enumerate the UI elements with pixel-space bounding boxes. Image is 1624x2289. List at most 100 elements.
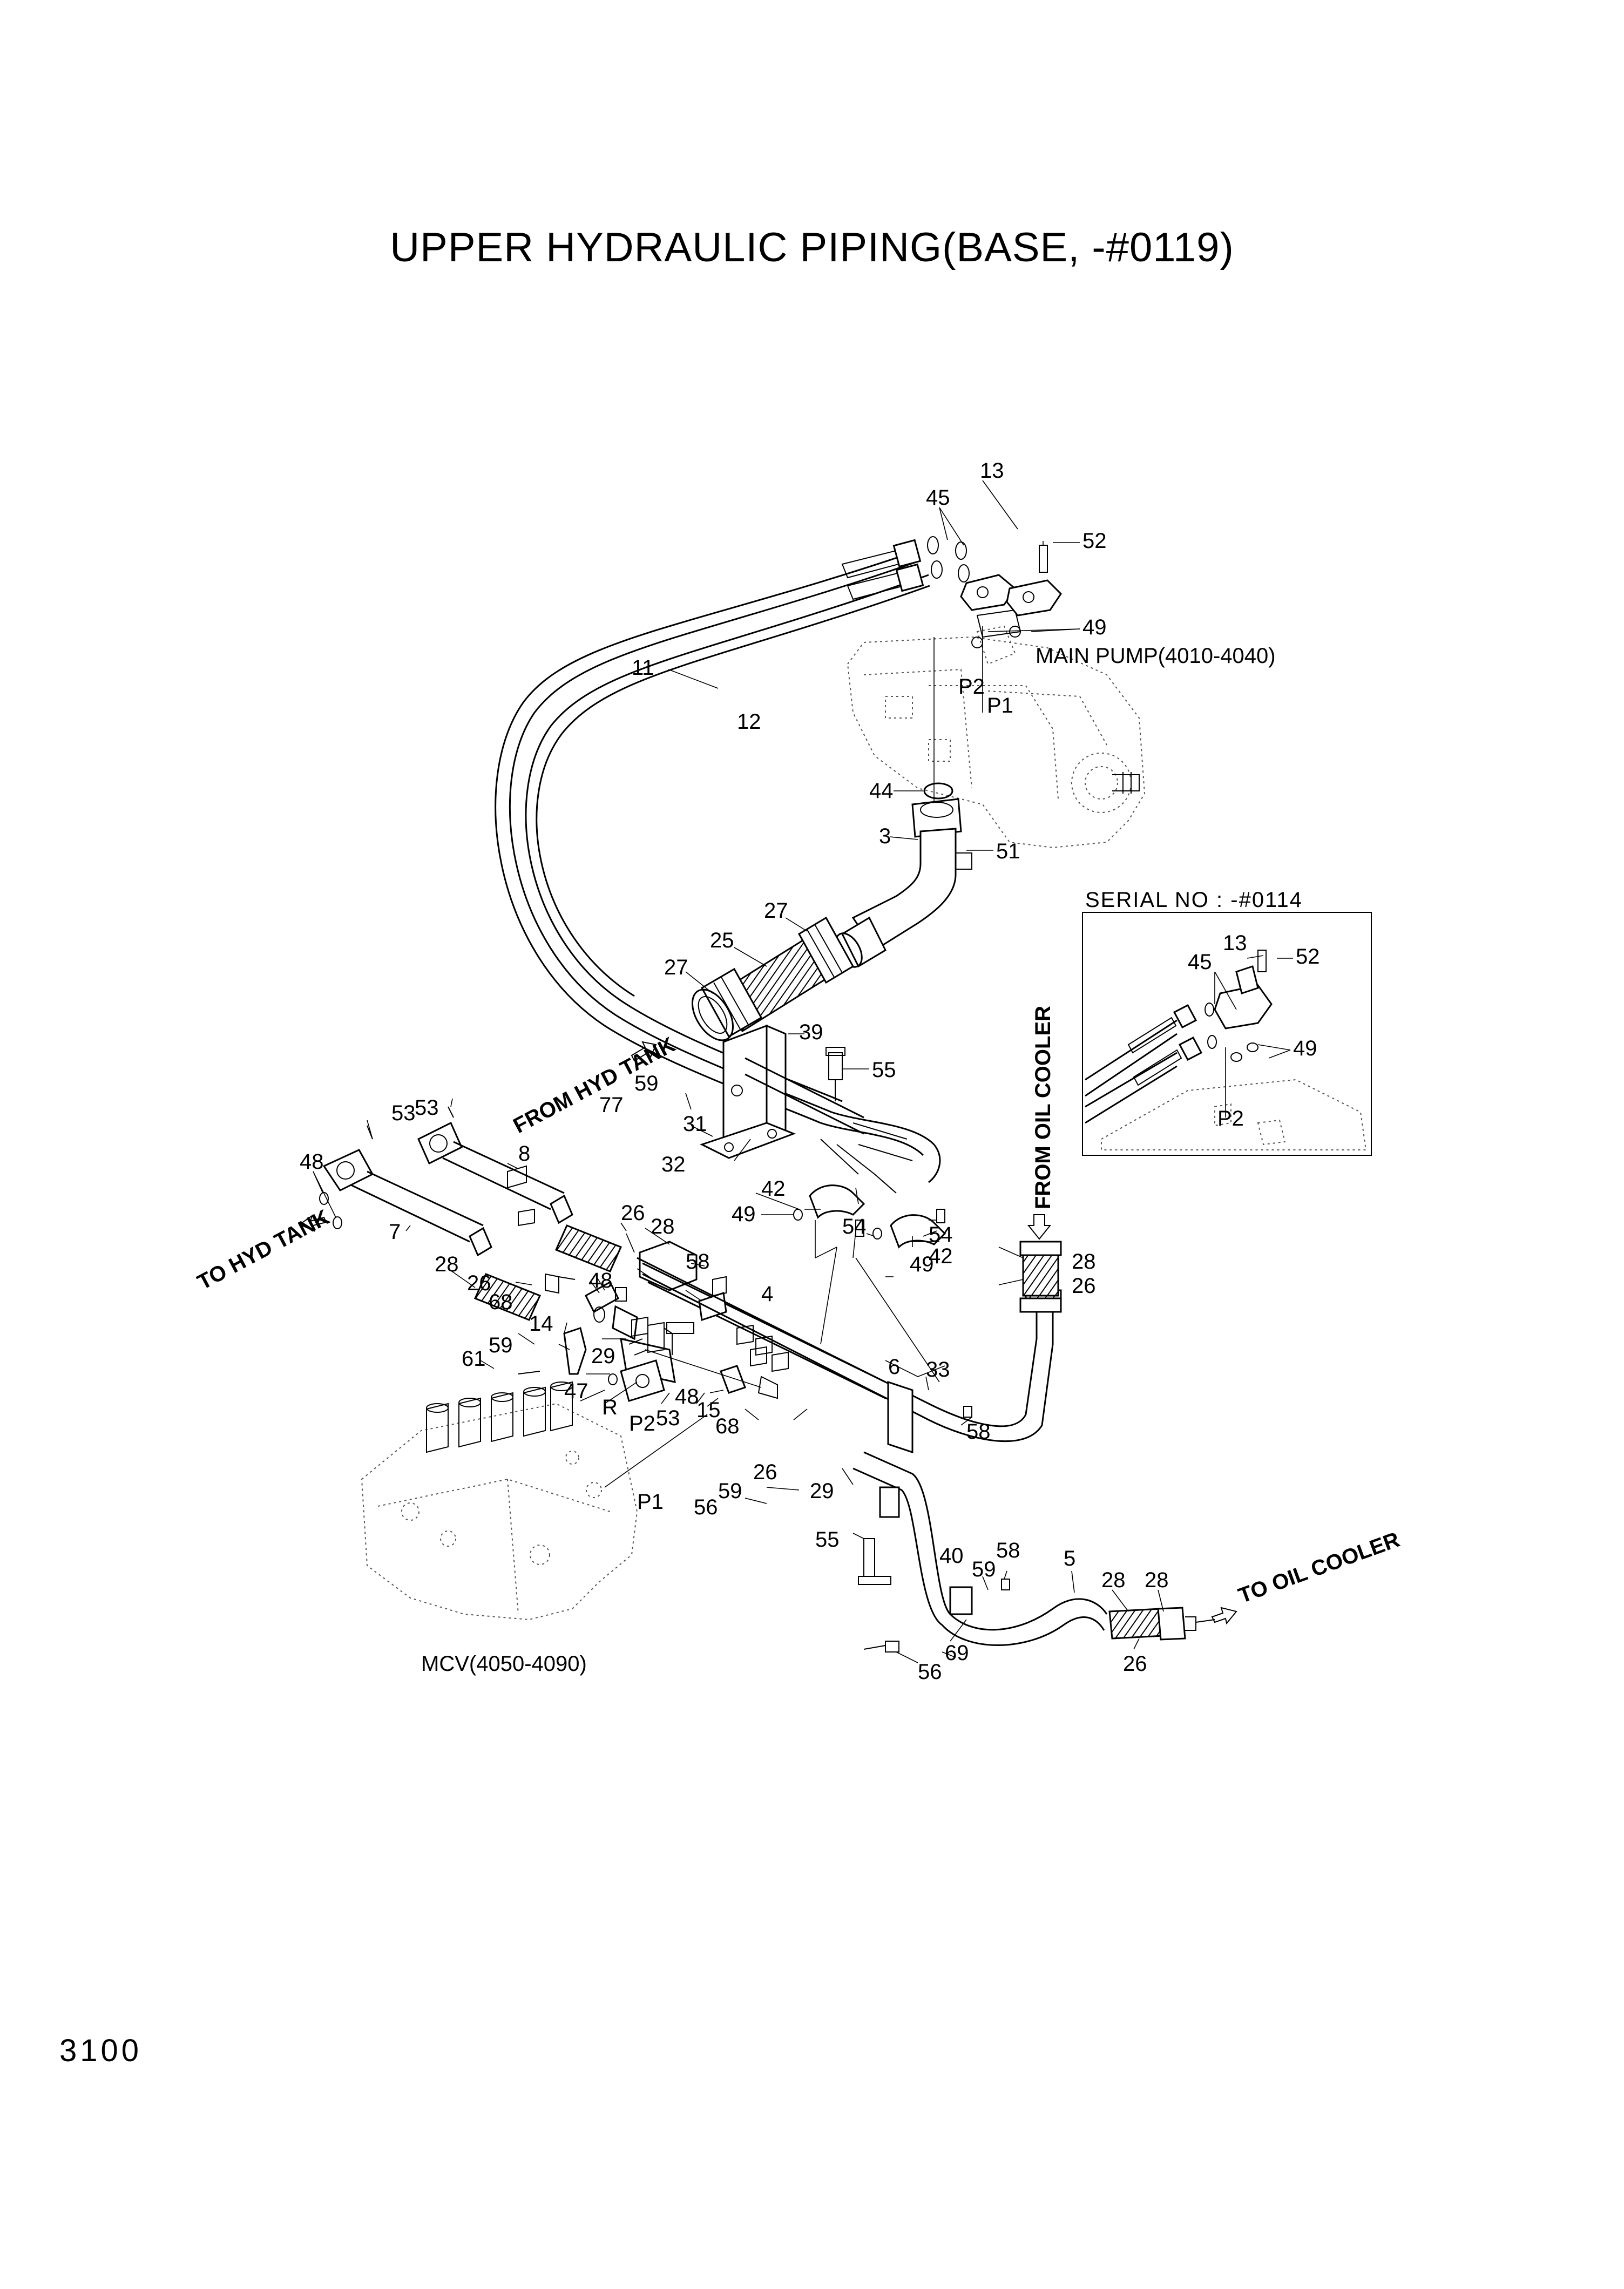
mcv-label: MCV(4050-4090): [421, 1652, 587, 1676]
callout-56-left: 56: [694, 1495, 718, 1519]
main-pump-drawing: P2 P1: [847, 609, 1146, 849]
callout-11: 11: [632, 656, 654, 680]
callout-51: 51: [996, 839, 1020, 863]
callout-31: 31: [683, 1112, 707, 1136]
callout-28-left: 28: [435, 1252, 459, 1276]
bracket-39: [700, 1024, 864, 1159]
callout-28-upper: 28: [651, 1215, 675, 1238]
callout-29-right: 29: [810, 1479, 834, 1503]
mcv-drawing: P2 R P1: [361, 1381, 664, 1621]
callout-68-left: 68: [489, 1290, 513, 1314]
callout-59-right: 59: [972, 1557, 996, 1581]
callout-59-lower: 59: [718, 1479, 742, 1503]
callout-25: 25: [710, 929, 734, 952]
callout-26-right: 26: [1072, 1274, 1096, 1298]
to-oil-cooler-label: TO OIL COOLER: [1235, 1528, 1403, 1608]
to-hyd-tank-label: TO HYD TANK: [194, 1205, 334, 1294]
callout-26-bottom: 26: [1123, 1652, 1147, 1676]
inset-callout-52: 52: [1296, 945, 1320, 969]
callout-12: 12: [737, 710, 761, 734]
callout-58-right: 58: [966, 1420, 991, 1444]
callout-77: 77: [599, 1093, 624, 1117]
callout-27-top: 27: [764, 899, 788, 923]
inset-callout-45: 45: [1188, 950, 1212, 974]
flow-arrow-to-oil-cooler: TO OIL COOLER: [1211, 1528, 1403, 1625]
callout-53-mid: 53: [415, 1096, 439, 1120]
callout-28-lower-right: 28: [1145, 1568, 1169, 1592]
callout-54-left: 54: [842, 1215, 867, 1238]
callout-52: 52: [1082, 529, 1107, 553]
callout-48-right: 48: [675, 1385, 699, 1408]
callout-29-left: 29: [591, 1344, 615, 1368]
pipe-5: [852, 1451, 1215, 1653]
inset-port-p2-label: P2: [1217, 1107, 1244, 1130]
callout-15: 15: [696, 1398, 721, 1422]
callout-28-lower-left: 28: [1101, 1568, 1126, 1592]
mcv-port-r-label: R: [602, 1396, 618, 1419]
callout-59-left: 59: [489, 1333, 513, 1357]
callout-53-right: 53: [656, 1406, 680, 1430]
callout-45: 45: [926, 486, 950, 510]
return-pipes-7-8: [319, 1106, 622, 1321]
flow-arrow-from-oil-cooler: FROM OIL COOLER: [1027, 1006, 1055, 1240]
callout-28-right: 28: [1072, 1250, 1096, 1274]
callout-14: 14: [529, 1312, 553, 1336]
callout-13: 13: [980, 459, 1004, 483]
clamps-42: [793, 1184, 946, 1249]
callout-59-top: 59: [634, 1072, 659, 1095]
mcv-port-p1-label: P1: [637, 1490, 664, 1514]
callout-47: 47: [564, 1379, 588, 1403]
leader-lines: [313, 480, 1293, 1663]
serial-no-label: SERIAL NO : -#0114: [1085, 888, 1303, 912]
callout-49-right: 49: [910, 1252, 934, 1276]
callout-49-mid: 49: [732, 1202, 756, 1226]
callout-5: 5: [1064, 1547, 1075, 1570]
bolt-55-top: [825, 1047, 845, 1101]
callout-3: 3: [879, 824, 891, 848]
inset-callout-13: 13: [1223, 931, 1247, 955]
mcv-port-p2-label: P2: [629, 1412, 655, 1435]
callout-4: 4: [761, 1282, 773, 1306]
from-oil-cooler-label: FROM OIL COOLER: [1031, 1006, 1055, 1209]
callout-55-top: 55: [872, 1058, 896, 1082]
callout-8: 8: [518, 1142, 530, 1166]
serial-inset: P2: [1082, 912, 1372, 1156]
suction-hose-25: [691, 916, 855, 1041]
callout-48-left: 48: [300, 1150, 324, 1174]
pump-port-p2-label: P2: [958, 675, 985, 699]
center-fittings: [518, 1241, 886, 1402]
page-number: 3100: [59, 2033, 143, 2068]
callout-27-bottom: 27: [664, 956, 688, 979]
callout-44: 44: [869, 779, 894, 803]
hose-from-oil-cooler: [1019, 1241, 1062, 1313]
callout-54-right: 54: [929, 1223, 953, 1247]
flow-arrow-to-hyd-tank: TO HYD TANK: [194, 1205, 334, 1294]
inset-callout-49: 49: [1293, 1037, 1317, 1060]
hose-11-12: [495, 536, 970, 1194]
callout-40: 40: [939, 1544, 964, 1568]
main-pump-label: MAIN PUMP(4010-4040): [1036, 644, 1276, 668]
callout-69: 69: [945, 1641, 969, 1665]
callout-26-upper: 26: [621, 1201, 645, 1225]
callout-53-left: 53: [391, 1101, 416, 1125]
callout-58-lower: 58: [996, 1539, 1020, 1562]
callout-6: 6: [888, 1355, 900, 1379]
callout-42-left: 42: [761, 1177, 786, 1201]
callout-42-right: 42: [929, 1244, 953, 1268]
callout-33: 33: [926, 1358, 950, 1381]
callout-48-mid: 48: [588, 1269, 613, 1292]
page-title: UPPER HYDRAULIC PIPING(BASE, -#0119): [390, 225, 1234, 270]
callout-49: 49: [1082, 615, 1107, 639]
callout-61: 61: [462, 1347, 486, 1371]
callout-26-lower: 26: [753, 1460, 777, 1484]
callout-7: 7: [389, 1220, 401, 1244]
callout-58-mid: 58: [686, 1250, 710, 1274]
callout-39: 39: [799, 1020, 823, 1044]
callout-numbers: 13 45 52 49 11 12 44 3 51 27 25 27 39 55…: [300, 459, 1320, 1684]
callout-56-right: 56: [918, 1660, 942, 1684]
callout-26-left: 26: [467, 1271, 491, 1295]
callout-32: 32: [661, 1153, 686, 1176]
pump-port-p1-label: P1: [987, 694, 1013, 717]
pump-flanges: [960, 541, 1062, 648]
